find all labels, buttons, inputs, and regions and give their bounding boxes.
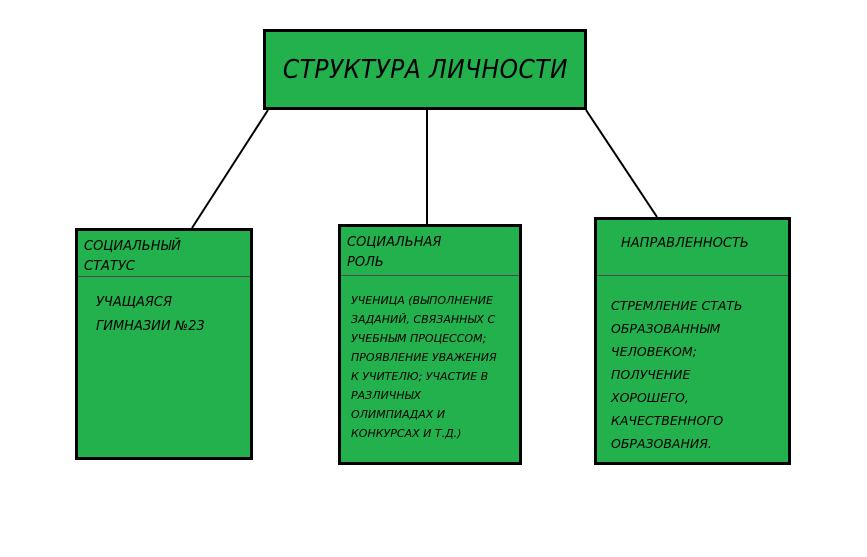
box-direction-heading: НАПРАВЛЕННОСТЬ	[597, 220, 788, 276]
box-social-status: СОЦИАЛЬНЫЙ СТАТУС УЧАЩАЯСЯ ГИМНАЗИИ №23	[75, 228, 253, 460]
box-direction: НАПРАВЛЕННОСТЬ СТРЕМЛЕНИЕ СТАТЬ ОБРАЗОВА…	[594, 217, 791, 465]
box-social-status-heading: СОЦИАЛЬНЫЙ СТАТУС	[78, 231, 250, 277]
box-social-status-text: УЧАЩАЯСЯ ГИМНАЗИИ №23	[96, 295, 205, 334]
box-social-role-text: УЧЕНИЦА (ВЫПОЛНЕНИЕ ЗАДАНИЙ, СВЯЗАННЫХ С…	[351, 294, 497, 440]
box-social-role-heading: СОЦИАЛЬНАЯ РОЛЬ	[341, 227, 519, 276]
box-direction-text: СТРЕМЛЕНИЕ СТАТЬ ОБРАЗОВАННЫМ ЧЕЛОВЕКОМ;…	[611, 298, 743, 451]
title-box: СТРУКТУРА ЛИЧНОСТИ	[263, 29, 587, 110]
diagram-title: СТРУКТУРА ЛИЧНОСТИ	[282, 54, 568, 85]
connector-line-direction	[585, 109, 658, 218]
box-social-role: СОЦИАЛЬНАЯ РОЛЬ УЧЕНИЦА (ВЫПОЛНЕНИЕ ЗАДА…	[338, 224, 522, 465]
connector-line-status	[191, 109, 269, 229]
